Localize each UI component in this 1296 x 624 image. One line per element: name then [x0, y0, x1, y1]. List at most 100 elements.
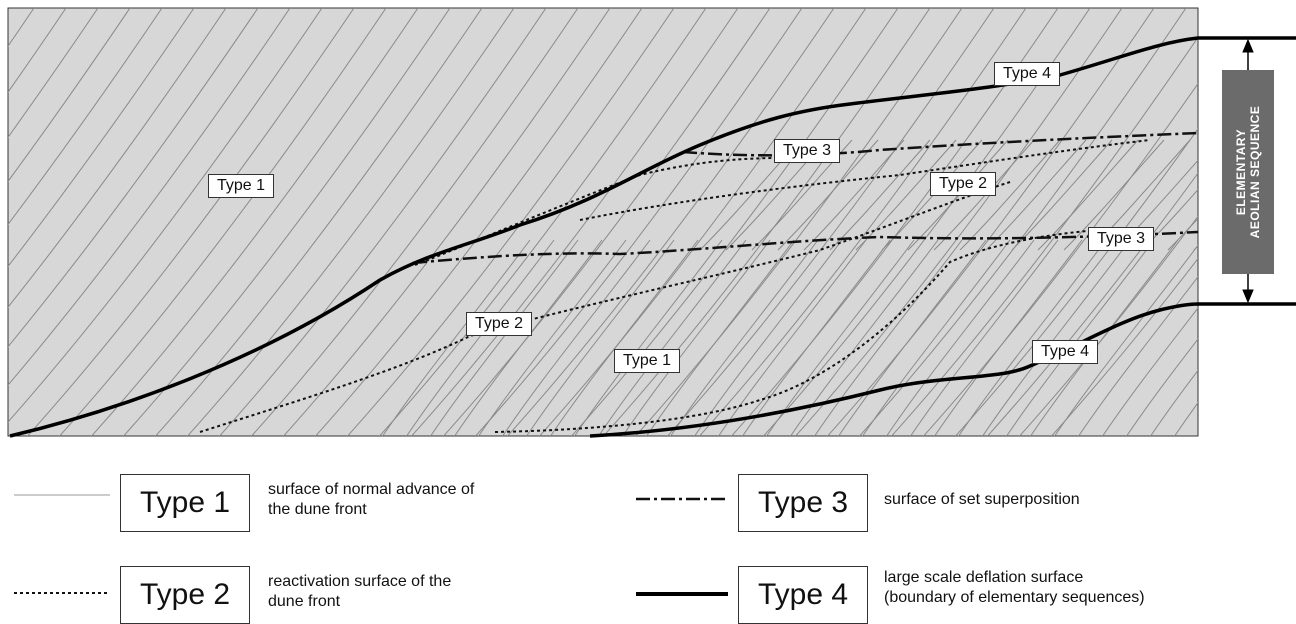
type2-surface-left: [199, 181, 1011, 433]
foreset-line: [538, 8, 867, 436]
label-type2-right: Type 2: [930, 172, 997, 196]
foreset-line: [907, 139, 1009, 251]
foreset-line: [550, 239, 699, 436]
foreset-line: [766, 239, 915, 436]
foreset-line: [526, 239, 675, 436]
foreset-line: [430, 239, 579, 436]
foreset-line: [1018, 215, 1198, 436]
legend-box-type3: Type 3: [738, 474, 868, 532]
foreset-line: [474, 8, 803, 436]
legend-box-type2: Type 2: [120, 566, 250, 624]
foreset-line: [8, 8, 259, 348]
legend-line-type2: [14, 592, 110, 594]
foreset-line: [1102, 307, 1198, 436]
foreset-line: [858, 8, 1187, 436]
label-type3-lower: Type 3: [1088, 227, 1155, 251]
foreset-line: [218, 8, 547, 436]
foreset-line: [1167, 217, 1198, 251]
foreset-line: [574, 239, 723, 436]
label-type1-lower: Type 1: [614, 349, 681, 373]
legend-line-type4: [636, 592, 728, 596]
foreset-line: [442, 8, 771, 436]
foreset-line: [0, 8, 2, 440]
foreset-line: [8, 8, 291, 386]
label-type3-upper: Type 3: [774, 139, 841, 163]
label-type4-upper: Type 4: [994, 62, 1061, 86]
foreset-lines: [0, 8, 1296, 440]
foreset-line: [986, 172, 1198, 436]
type3-surface-lower: [412, 230, 1199, 265]
foreset-line: [790, 239, 939, 436]
foreset-line: [862, 239, 1011, 436]
foreset-line: [598, 239, 747, 436]
foreset-line: [777, 139, 879, 251]
foreset-line: [122, 8, 451, 436]
foreset-line: [1063, 139, 1165, 251]
foreset-line: [346, 8, 675, 436]
label-type4-lower: Type 4: [1032, 340, 1099, 364]
legend-box-type4: Type 4: [738, 566, 868, 624]
foreset-line: [1037, 139, 1139, 251]
foreset-line: [602, 8, 931, 436]
foreset-line: [406, 239, 555, 436]
cross-section-svg: [0, 7, 1296, 440]
type4-surface-lower: [589, 302, 1296, 438]
legend-line-type1: [14, 494, 110, 496]
sequence-arrow-top: [1242, 38, 1254, 53]
foreset-line: [570, 8, 899, 436]
foreset-line: [954, 127, 1198, 436]
foreset-line: [1150, 369, 1198, 436]
foreset-line: [1054, 244, 1198, 436]
legend-box-type1: Type 1: [120, 474, 250, 532]
foreset-line: [958, 239, 1107, 436]
foreset-line: [378, 8, 707, 436]
type2-surface-right: [494, 227, 1151, 433]
foreset-line: [855, 139, 957, 251]
sequence-arrow-bottom: [1242, 289, 1254, 304]
legend-line-type3: [636, 497, 728, 501]
foreset-line: [1174, 401, 1198, 436]
foreset-line: [922, 82, 1198, 436]
foreset-line: [666, 8, 995, 436]
label-type2-left: Type 2: [466, 312, 533, 336]
foreset-line: [694, 239, 843, 436]
foreset-line: [1292, 240, 1296, 440]
foreset-line: [250, 8, 579, 436]
foreset-line: [794, 8, 1123, 436]
foreset-line: [502, 239, 651, 436]
foreset-line: [410, 8, 739, 436]
foreset-line: [910, 239, 1059, 436]
foreset-line: [698, 8, 1027, 436]
foreset-line: [8, 8, 67, 93]
foreset-line: [1050, 257, 1198, 436]
foreset-line: [26, 8, 355, 436]
foreset-line: [478, 239, 627, 436]
foreset-line: [934, 239, 1083, 436]
foreset-line: [506, 8, 835, 436]
foreset-line: [382, 239, 531, 436]
type3-surfaces: [412, 131, 1199, 265]
foreset-line: [718, 239, 867, 436]
foreset-line: [1011, 139, 1113, 251]
foreset-line: [454, 239, 603, 436]
foreset-line: [881, 139, 983, 251]
foreset-line: [58, 8, 387, 436]
foreset-line: [890, 36, 1198, 436]
foreset-line: [622, 239, 771, 436]
foreset-line: [8, 8, 195, 268]
legend-desc-type4: large scale deflation surface(boundary o…: [884, 569, 1145, 606]
foreset-line: [186, 8, 515, 436]
type3-surface-upper: [682, 131, 1199, 157]
foreset-line: [886, 239, 1035, 436]
foreset-line: [154, 8, 483, 436]
foreset-line: [1078, 276, 1198, 436]
foreset-line: [1126, 338, 1198, 436]
legend-desc-type3: surface of set superposition: [884, 491, 1080, 508]
foreset-line: [8, 8, 227, 308]
foreset-line: [8, 8, 163, 226]
foreset-line: [8, 8, 99, 139]
